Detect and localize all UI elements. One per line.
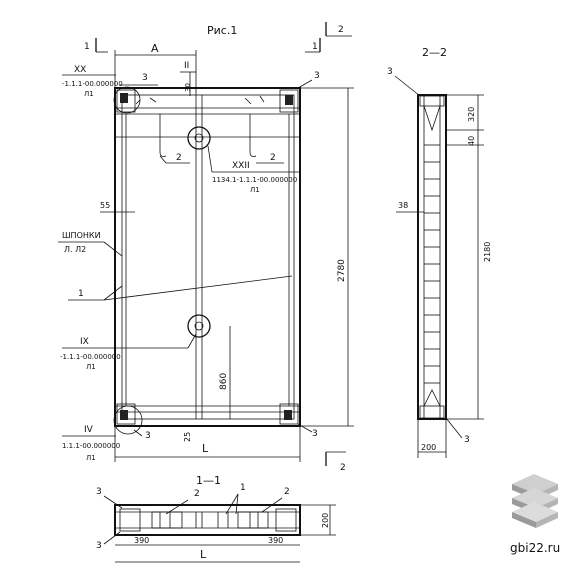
dimension-30: 30 <box>184 83 192 92</box>
svg-text:IX: IX <box>80 337 89 347</box>
svg-text:55: 55 <box>100 201 110 210</box>
callout-2-left: 2 <box>159 153 190 164</box>
svg-text:L: L <box>200 548 207 561</box>
callout-2-right: 2 <box>256 153 284 164</box>
callout-3-top-left: 3 <box>120 73 158 86</box>
svg-text:3: 3 <box>312 429 318 439</box>
dimension-55: 55 <box>100 201 135 213</box>
svg-text:II: II <box>184 61 189 71</box>
svg-text:XX: XX <box>74 65 86 75</box>
svg-text:2: 2 <box>176 153 182 163</box>
dimension-860: 860 <box>219 326 231 419</box>
svg-text:1—1: 1—1 <box>196 474 221 487</box>
svg-text:3: 3 <box>314 71 320 81</box>
stacked-slabs-icon <box>512 474 558 528</box>
dimension-a: A <box>114 42 197 95</box>
svg-text:38: 38 <box>398 201 408 210</box>
section-1-1-view: 1—1 3 3 2 1 2 390 390 <box>96 474 336 563</box>
svg-text:390: 390 <box>268 536 283 545</box>
figure-title: Рис.1 <box>207 24 237 37</box>
callout-3-bottom-left: 3 <box>133 429 151 441</box>
main-panel-view <box>113 86 301 435</box>
svg-text:-1.1.1-00.000000: -1.1.1-00.000000 <box>62 80 123 88</box>
callout-shponki: ШПОНКИ Л. Л2 <box>58 231 123 257</box>
svg-text:2: 2 <box>340 463 346 473</box>
cut-mark-1-top: 1 <box>84 38 108 53</box>
cut-mark-2-top: 2 <box>325 22 352 37</box>
dimension-25: 25 <box>183 432 192 442</box>
svg-text:2780: 2780 <box>337 259 347 282</box>
svg-text:2: 2 <box>194 489 200 499</box>
svg-text:1: 1 <box>78 289 84 299</box>
callout-xx: XX -1.1.1-00.000000 Л1 <box>62 65 123 98</box>
svg-text:Л1: Л1 <box>86 363 96 371</box>
svg-text:3: 3 <box>96 541 102 551</box>
svg-text:2: 2 <box>270 153 276 163</box>
svg-text:1: 1 <box>312 42 318 52</box>
svg-text:IV: IV <box>84 425 94 435</box>
callout-ix: IX -1.1.1-00.000000 Л1 <box>60 333 197 371</box>
svg-text:3: 3 <box>142 73 148 83</box>
svg-text:200: 200 <box>421 443 436 452</box>
svg-text:390: 390 <box>134 536 149 545</box>
svg-text:3: 3 <box>387 67 393 77</box>
svg-text:Л1: Л1 <box>250 186 260 194</box>
callout-iv: IV 1.1.1-00.000000 Л1 <box>62 425 120 462</box>
svg-text:860: 860 <box>219 373 229 390</box>
svg-text:L: L <box>202 442 209 455</box>
svg-text:1: 1 <box>240 483 246 493</box>
section-2-2-view: 2—2 3 3 <box>387 46 492 458</box>
svg-text:40: 40 <box>467 136 476 146</box>
svg-text:3: 3 <box>464 435 470 445</box>
svg-text:2180: 2180 <box>483 242 492 262</box>
svg-text:2: 2 <box>284 487 290 497</box>
svg-text:3: 3 <box>145 431 151 441</box>
svg-text:30: 30 <box>184 83 192 92</box>
watermark-text: gbi22.ru <box>510 541 560 555</box>
callout-1: 1 <box>68 275 293 301</box>
callout-3-top-right: 3 <box>297 71 320 89</box>
svg-text:XXII: XXII <box>232 161 250 171</box>
watermark-logo: gbi22.ru <box>510 474 560 555</box>
callout-xxii: XXII 1134.1-1.1.1-00.000000 Л1 <box>207 145 300 194</box>
svg-text:1.1.1-00.000000: 1.1.1-00.000000 <box>62 442 120 450</box>
svg-text:2: 2 <box>338 25 344 35</box>
cut-mark-2-bottom: 2 <box>325 451 346 473</box>
svg-text:320: 320 <box>467 107 476 122</box>
svg-text:ШПОНКИ: ШПОНКИ <box>62 231 101 240</box>
dimension-l: L <box>114 426 301 462</box>
svg-text:1: 1 <box>84 42 90 52</box>
callout-3-bottom-right: 3 <box>297 423 318 439</box>
dimension-2780: 2780 <box>300 87 354 427</box>
svg-text:Л1: Л1 <box>86 454 96 462</box>
svg-text:-1.1.1-00.000000: -1.1.1-00.000000 <box>60 353 121 361</box>
cut-mark-1-top-right: 1 <box>305 38 321 53</box>
svg-text:2—2: 2—2 <box>422 46 447 59</box>
svg-text:Л1: Л1 <box>84 90 94 98</box>
svg-text:A: A <box>151 42 159 55</box>
svg-text:1134.1-1.1.1-00.000000: 1134.1-1.1.1-00.000000 <box>212 176 297 184</box>
svg-text:3: 3 <box>96 487 102 497</box>
svg-text:25: 25 <box>183 432 192 442</box>
svg-text:Л. Л2: Л. Л2 <box>64 245 86 254</box>
callout-ii: II <box>180 61 196 96</box>
svg-text:200: 200 <box>321 513 330 528</box>
